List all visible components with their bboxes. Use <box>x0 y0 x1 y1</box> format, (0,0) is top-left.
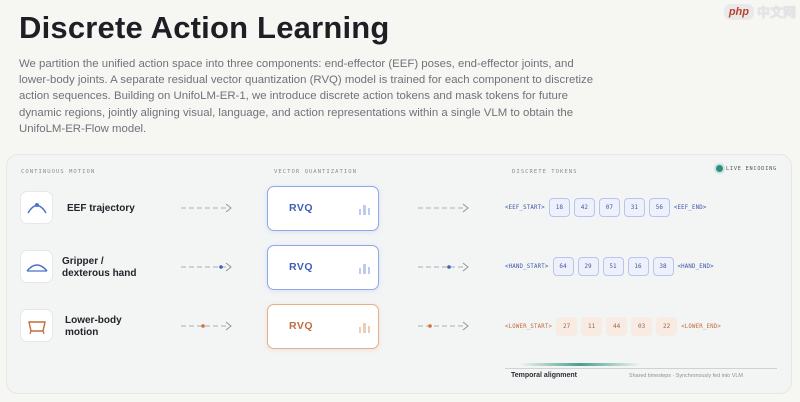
end-tag: <EEF_END> <box>673 204 707 211</box>
row-label-lower-body: Lower-body motion <box>65 315 122 338</box>
token-sequence-gripper: <HAND_START> 64 29 51 16 38 <HAND_END> <box>505 257 714 276</box>
row-label-gripper: Gripper / dexterous hand <box>62 256 137 279</box>
token: 27 <box>556 317 578 336</box>
temporal-axis-label: Temporal alignment <box>511 372 577 379</box>
token: 64 <box>552 257 574 276</box>
token: 42 <box>573 198 595 217</box>
arrow-icon <box>181 262 232 272</box>
token: 29 <box>577 257 599 276</box>
token: 22 <box>656 317 678 336</box>
token: 11 <box>581 317 603 336</box>
live-dot-icon <box>715 165 723 172</box>
row-label-eef: EEF trajectory <box>67 203 135 214</box>
token-sequence-lower-body: <LOWER_START> 27 11 44 03 22 <LOWER_END> <box>505 317 721 336</box>
rvq-box-eef: RVQ <box>267 186 379 231</box>
gripper-icon <box>20 250 53 283</box>
column-heading-continuous: CONTINUOUS MOTION <box>21 169 96 175</box>
rvq-box-lower-body: RVQ <box>267 304 379 349</box>
token: 07 <box>598 198 620 217</box>
start-tag: <HAND_START> <box>505 263 549 270</box>
token: 16 <box>627 257 649 276</box>
start-tag: <EEF_START> <box>505 204 545 211</box>
lower-body-icon <box>20 309 53 342</box>
arrow-icon <box>418 262 469 272</box>
start-tag: <LOWER_START> <box>505 323 553 330</box>
column-heading-vq: VECTOR QUANTIZATION <box>274 169 357 175</box>
intro-paragraph: We partition the unified action space in… <box>19 58 594 135</box>
end-tag: <LOWER_END> <box>681 323 721 330</box>
token: 03 <box>631 317 653 336</box>
token: 44 <box>606 317 628 336</box>
watermark: php 中文网 <box>723 2 796 21</box>
token: 18 <box>548 198 570 217</box>
bars-icon <box>358 205 370 215</box>
page-title: Discrete Action Learning <box>19 10 390 45</box>
watermark-text: 中文网 <box>756 5 796 20</box>
arrow-icon <box>181 321 232 331</box>
token: 51 <box>602 257 624 276</box>
temporal-axis-note: Shared timesteps · Synchronously fed int… <box>629 373 743 379</box>
temporal-highlight <box>520 363 640 366</box>
bars-icon <box>358 323 370 333</box>
column-heading-tokens: DISCRETE TOKENS <box>512 169 578 175</box>
live-encoding-indicator: LIVE ENCODING <box>715 165 777 172</box>
eef-trajectory-icon <box>20 191 53 224</box>
temporal-axis <box>505 368 777 369</box>
arrow-icon <box>418 321 469 331</box>
token-sequence-eef: <EEF_START> 18 42 07 31 56 <EEF_END> <box>505 198 707 217</box>
token: 31 <box>623 198 645 217</box>
rvq-box-gripper: RVQ <box>267 245 379 290</box>
token: 38 <box>652 257 674 276</box>
live-encoding-label: LIVE ENCODING <box>725 165 777 172</box>
token: 56 <box>648 198 670 217</box>
arrow-icon <box>418 203 469 213</box>
end-tag: <HAND_END> <box>677 263 714 270</box>
bars-icon <box>358 264 370 274</box>
arrow-icon <box>181 203 232 213</box>
watermark-logo: php <box>723 3 754 20</box>
